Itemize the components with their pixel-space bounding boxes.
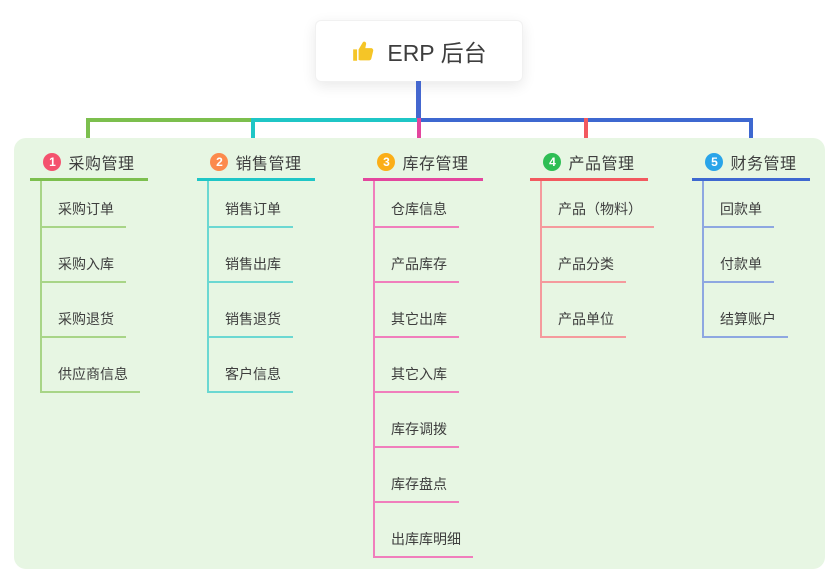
branch-children: 回款单 付款单 结算账户 [702,181,810,338]
child-node[interactable]: 销售出库 [209,228,315,283]
branch-inventory-management: 3 库存管理 仓库信息 产品库存 其它出库 其它入库 库存调拨 库存盘点 出库库… [363,146,483,558]
child-node[interactable]: 产品（物料） [542,181,654,228]
branch-title: 产品管理 [568,156,635,173]
branch-node-inventory[interactable]: 3 库存管理 [363,146,483,181]
child-node[interactable]: 客户信息 [209,338,315,393]
mindmap-canvas: 1 采购管理 采购订单 采购入库 采购退货 供应商信息 2 销售管理 销售订单 … [14,138,825,569]
connector-drop-line [251,118,255,151]
branch-purchase-management: 1 采购管理 采购订单 采购入库 采购退货 供应商信息 [30,146,148,393]
connector-drop-line [86,118,90,151]
root-node-label: ERP 后台 [387,40,487,66]
branch-sales-management: 2 销售管理 销售订单 销售出库 销售退货 客户信息 [197,146,315,393]
child-node[interactable]: 仓库信息 [375,181,483,228]
branch-title: 销售管理 [235,156,302,173]
branch-children: 销售订单 销售出库 销售退货 客户信息 [207,181,315,393]
connector-bus-segment [253,118,418,122]
child-node[interactable]: 产品单位 [542,283,648,338]
child-node[interactable]: 其它出库 [375,283,483,338]
branch-children: 产品（物料） 产品分类 产品单位 [540,181,654,338]
branch-number-badge: 4 [543,153,562,171]
branch-node-finance[interactable]: 5 财务管理 [692,146,810,181]
branch-node-product[interactable]: 4 产品管理 [530,146,648,181]
child-node[interactable]: 库存盘点 [375,448,483,503]
branch-number-badge: 1 [43,153,62,171]
root-connector-line [416,81,421,119]
child-node[interactable]: 销售订单 [209,181,315,228]
branch-number-badge: 3 [377,153,396,171]
connector-drop-line [749,118,753,151]
branch-number-badge: 2 [210,153,229,171]
branch-product-management: 4 产品管理 产品（物料） 产品分类 产品单位 [530,146,654,338]
branch-children: 采购订单 采购入库 采购退货 供应商信息 [40,181,148,393]
thumbs-up-icon [351,38,377,64]
branch-title: 采购管理 [68,156,135,173]
branch-node-sales[interactable]: 2 销售管理 [197,146,315,181]
child-node[interactable]: 产品分类 [542,228,648,283]
child-node[interactable]: 回款单 [704,181,810,228]
connector-drop-line [584,118,588,151]
connector-drop-line [417,118,421,151]
branch-finance-management: 5 财务管理 回款单 付款单 结算账户 [692,146,810,338]
child-node[interactable]: 销售退货 [209,283,315,338]
child-node[interactable]: 采购订单 [42,181,148,228]
branch-node-purchase[interactable]: 1 采购管理 [30,146,148,181]
child-node[interactable]: 采购退货 [42,283,148,338]
branch-children: 仓库信息 产品库存 其它出库 其它入库 库存调拨 库存盘点 出库库明细 [373,181,483,558]
child-node[interactable]: 供应商信息 [42,338,148,393]
child-node[interactable]: 付款单 [704,228,810,283]
child-node[interactable]: 库存调拨 [375,393,483,448]
branch-number-badge: 5 [705,153,724,171]
child-node[interactable]: 出库库明细 [375,503,483,558]
child-node[interactable]: 其它入库 [375,338,483,393]
root-node[interactable]: ERP 后台 [315,20,523,82]
branch-title: 库存管理 [402,156,469,173]
branch-title: 财务管理 [730,156,797,173]
connector-bus-segment [86,118,253,122]
child-node[interactable]: 产品库存 [375,228,483,283]
child-node[interactable]: 结算账户 [704,283,810,338]
child-node[interactable]: 采购入库 [42,228,148,283]
